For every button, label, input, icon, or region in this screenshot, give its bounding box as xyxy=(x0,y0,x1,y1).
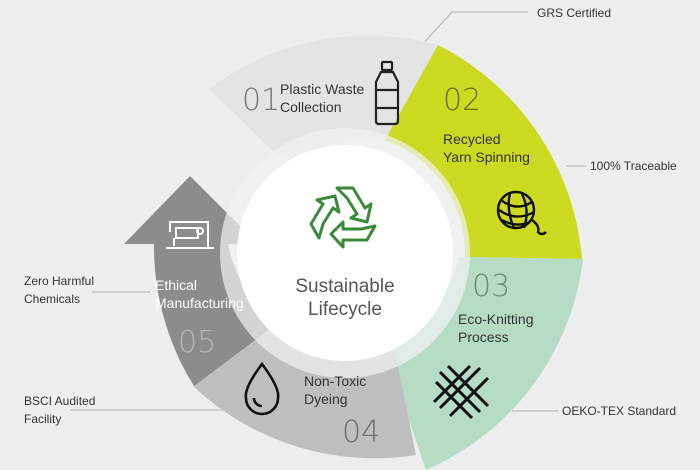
callout-bsci-line2: Facility xyxy=(24,412,61,426)
center-title-line2: Lifecycle xyxy=(308,299,382,320)
callout-grs: GRS Certified xyxy=(537,6,611,20)
center-hub xyxy=(237,145,453,361)
leader-grs xyxy=(419,11,528,48)
plastic-bottle-icon xyxy=(374,60,400,126)
stage-01-title-line2: Collection xyxy=(280,99,341,115)
stage-02-title-line2: Yarn Spinning xyxy=(443,149,530,165)
dye-drop-icon xyxy=(244,361,280,416)
segment-01 xyxy=(209,35,438,163)
recycle-icon xyxy=(309,186,377,249)
stage-04-title-line1: Non-Toxic xyxy=(304,373,366,389)
callout-zero-line2: Chemicals xyxy=(24,292,80,306)
callout-zero-line1: Zero Harmful xyxy=(24,274,94,288)
callout-leaders xyxy=(70,11,586,412)
stage-04-title-line2: Dyeing xyxy=(304,391,348,407)
center-title-line1: Sustainable xyxy=(295,276,394,297)
stage-05-title-line2: Manufacturing xyxy=(155,295,244,311)
stage-04-number: 04 xyxy=(342,415,380,450)
yarn-ball-icon xyxy=(496,190,547,236)
stage-01-number: 01 xyxy=(242,83,280,118)
stage-05-number: 05 xyxy=(178,325,216,360)
knit-fabric-icon xyxy=(432,364,490,420)
callout-traceable: 100% Traceable xyxy=(590,159,677,173)
sewing-machine-icon xyxy=(166,221,214,249)
stage-05-title-line1: Ethical xyxy=(155,277,197,293)
stage-01-title-line1: Plastic Waste xyxy=(280,81,364,97)
stage-03-title-line2: Process xyxy=(458,329,509,345)
callout-oeko: OEKO-TEX Standard xyxy=(562,404,676,418)
stage-02-number: 02 xyxy=(443,83,481,118)
stage-03-title-line1: Eco-Knitting xyxy=(458,311,533,327)
callout-bsci-line1: BSCI Audited xyxy=(24,394,95,408)
stage-03-number: 03 xyxy=(472,269,510,304)
stage-02-title-line1: Recycled xyxy=(443,131,501,147)
